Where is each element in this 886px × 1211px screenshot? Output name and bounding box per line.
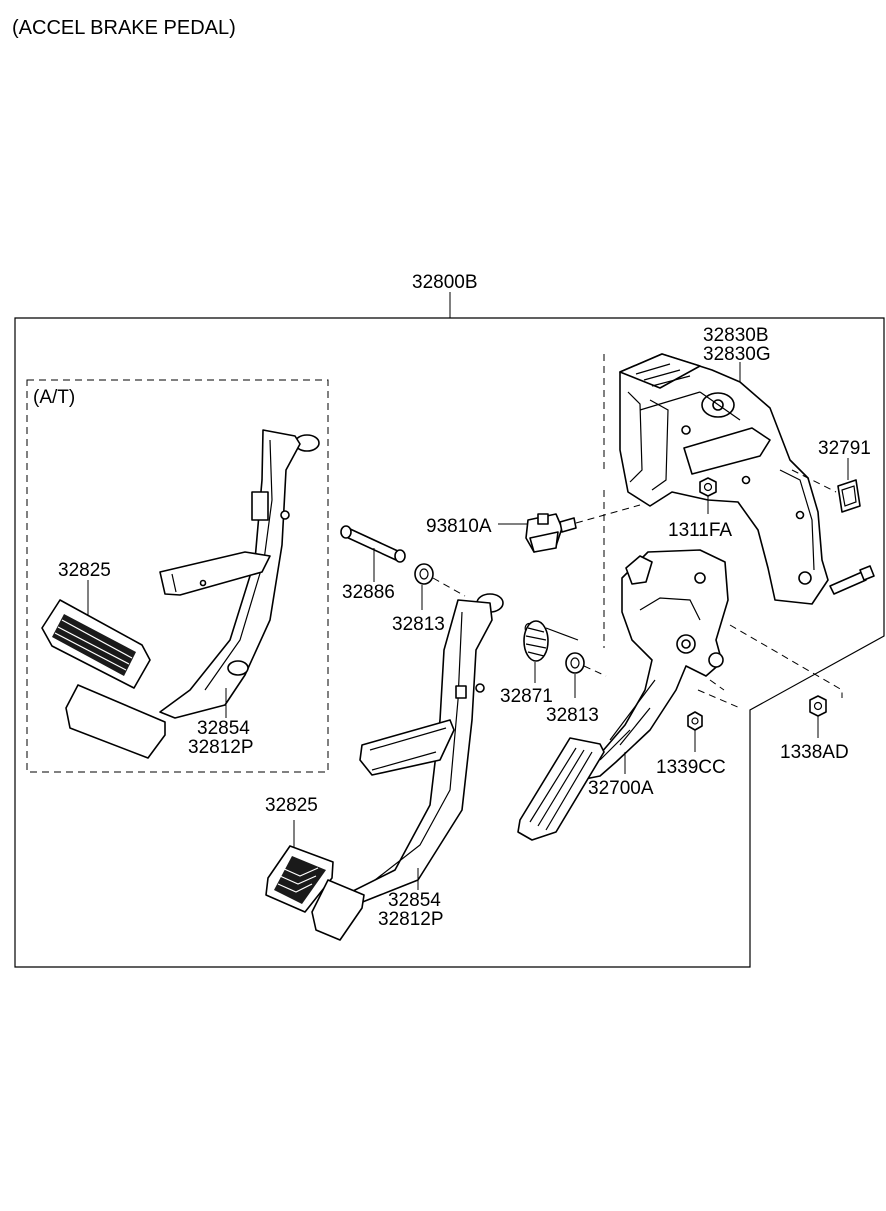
bush-upper-dash [432,577,466,597]
switch-label: 93810A [426,516,492,537]
at-brake-pedal-arm [159,429,320,719]
at-group-label: (A/T) [33,387,75,408]
nut-1338-dash [729,624,843,704]
nut-1338 [809,695,827,717]
assembly-frame [14,317,885,968]
stop-lamp-switch [525,513,577,553]
nut-1339-label: 1339CC [656,757,726,778]
at-pedal-pad [41,599,151,689]
clip-dash [791,469,837,493]
mt-arm-label: 32854 [388,890,441,911]
diagram-title: (ACCEL BRAKE PEDAL) [12,17,236,39]
clip-label: 32791 [818,438,871,459]
nut-1339 [687,711,703,731]
bracket-clip [837,479,861,513]
accel-dash [697,679,741,709]
at-pad-ass-label: 32812P [188,737,254,758]
nut-1311 [699,477,717,497]
bracket-bolt [829,565,875,595]
at-group-box [26,379,329,773]
nut-1338-label: 1338AD [780,742,849,763]
at-pad-cover [65,684,166,759]
pedal-bracket [619,353,829,605]
mt-pad-label: 32825 [265,795,318,816]
group-label: 32800B [412,272,478,293]
switch-dash [575,504,641,524]
mt-pedal-pad [265,845,334,913]
bush-upper-label: 32813 [392,614,445,635]
nut-1311-label: 1311FA [668,520,732,541]
at-pad-label: 32825 [58,560,111,581]
bracket-g-label: 32830G [703,344,771,365]
bush-lower-dash [583,665,607,677]
bracket-b-label: 32830B [703,325,769,346]
mt-brake-pedal-arm [344,593,504,906]
shaft-label: 32886 [342,582,395,603]
accelerator-pedal [517,549,729,841]
mt-pad-ass-label: 32812P [378,909,444,930]
pedal-shaft [340,525,406,563]
mt-pad-cover [311,879,365,941]
bush-upper [414,563,434,585]
bush-lower-label: 32813 [546,705,599,726]
accel-label: 32700A [588,778,654,799]
bush-lower [565,652,585,674]
at-arm-label: 32854 [197,718,250,739]
return-spring [523,620,579,662]
spring-label: 32871 [500,686,553,707]
